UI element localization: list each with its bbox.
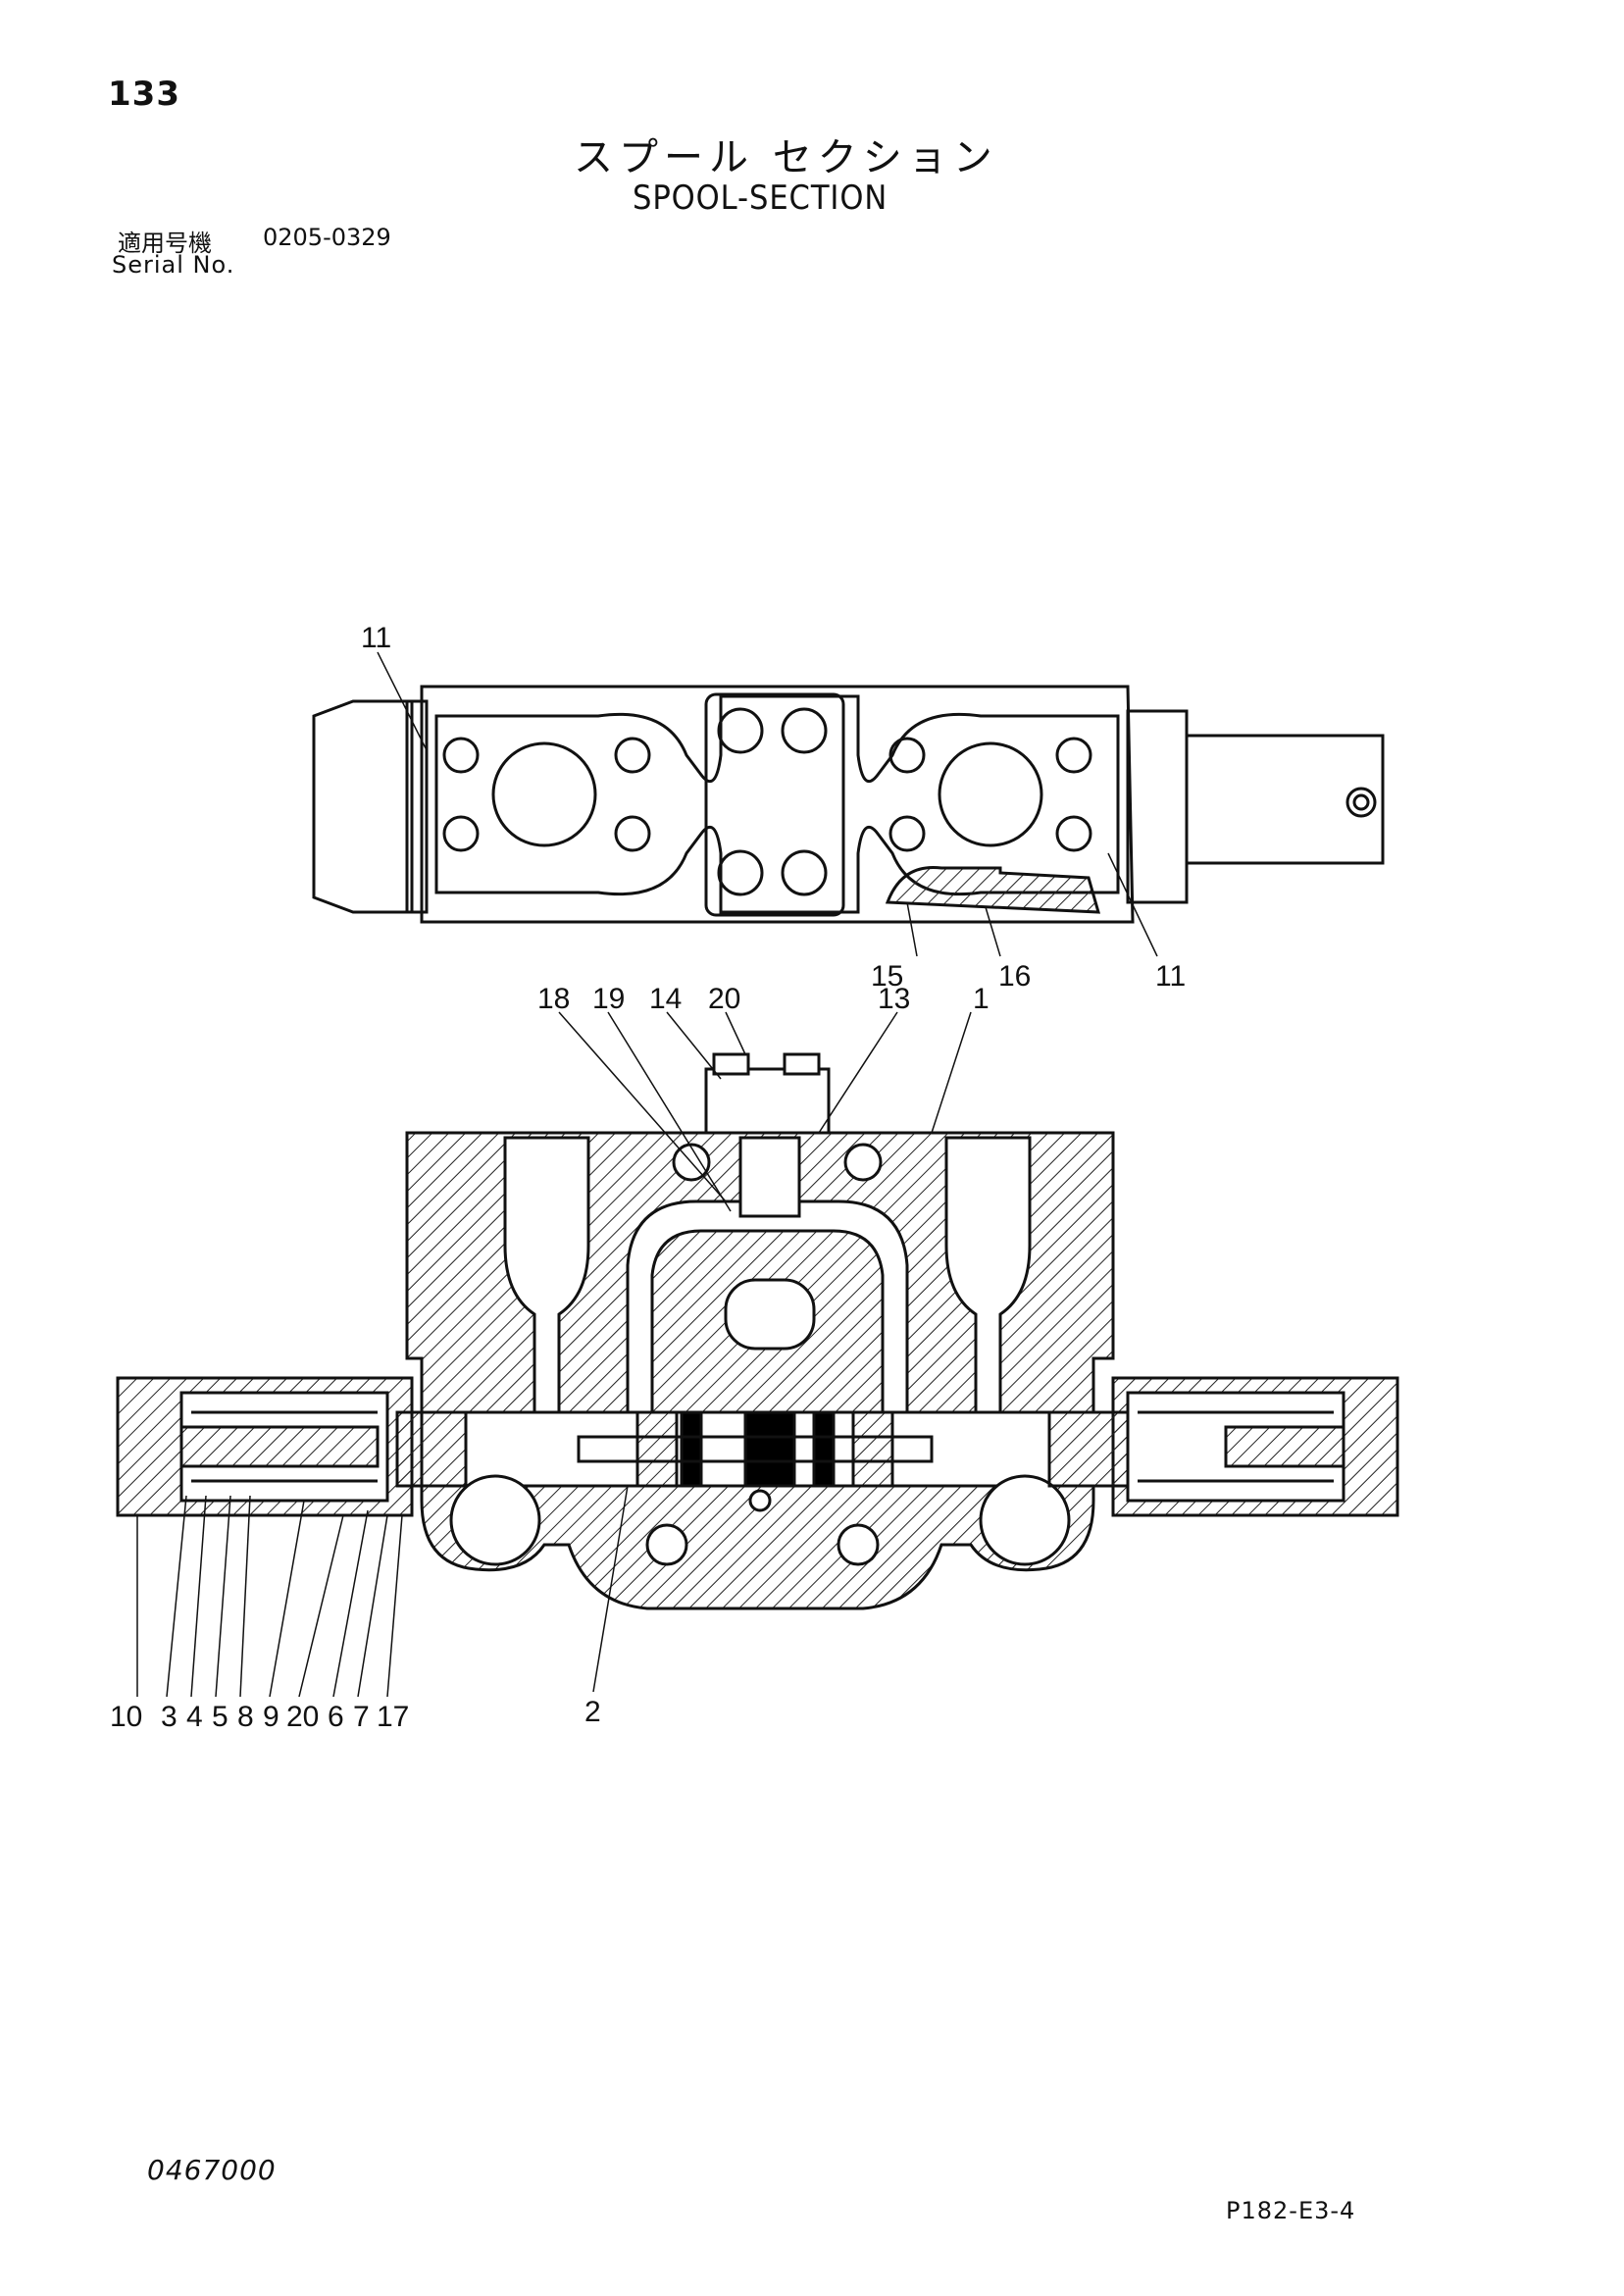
callout-17: 17 — [377, 1701, 409, 1733]
spool-land — [812, 1410, 836, 1488]
hex-bolt — [781, 707, 828, 754]
title-english: SPOOL-SECTION — [633, 179, 888, 218]
rod-eye — [1345, 787, 1377, 818]
left-plunger — [179, 1425, 380, 1468]
port-circle-left — [491, 741, 597, 847]
bolt-hole-section — [645, 1523, 688, 1566]
left-retainer — [395, 1410, 468, 1488]
bolt-hole — [888, 737, 926, 774]
right-rod — [1185, 734, 1385, 865]
top-body-outline — [420, 685, 1135, 924]
left-cap — [312, 699, 414, 914]
callout-11-top-right: 11 — [1155, 960, 1186, 993]
bolt-hole-section — [837, 1523, 880, 1566]
callout-20-top: 20 — [708, 983, 740, 1015]
center-plate — [704, 692, 845, 917]
bolt-hole-section — [843, 1143, 883, 1182]
hex-bolt — [717, 707, 764, 754]
serial-label-english: Serial No. — [112, 251, 235, 279]
port-bottom — [979, 1474, 1071, 1566]
bolt-hole — [442, 737, 480, 774]
bolt-hole — [888, 815, 926, 852]
right-retainer — [1047, 1410, 1130, 1488]
bolt-hole — [614, 815, 651, 852]
callout-15: 15 — [871, 960, 903, 993]
serial-range: 0205-0329 — [263, 224, 391, 251]
right-plunger — [1224, 1425, 1345, 1468]
callout-2: 2 — [584, 1696, 601, 1728]
port-bottom — [449, 1474, 541, 1566]
section-view — [116, 1052, 1399, 1610]
bolt-hole — [1055, 737, 1092, 774]
callout-3: 3 — [161, 1701, 178, 1733]
leader-lines — [136, 651, 1158, 1698]
bolt-hole-section — [748, 1489, 772, 1512]
bolt-hole — [1055, 815, 1092, 852]
callout-13: 13 — [878, 983, 910, 1015]
callout-10: 10 — [110, 1701, 142, 1733]
callout-18: 18 — [537, 983, 570, 1015]
cutaway — [885, 865, 1101, 914]
callout-6: 6 — [328, 1701, 344, 1733]
bolt-hole — [614, 737, 651, 774]
spool-land — [743, 1410, 796, 1488]
spool-land — [680, 1410, 703, 1488]
spool-land — [635, 1410, 679, 1488]
pilot-bolt — [783, 1052, 821, 1076]
spool-shaft — [577, 1435, 934, 1463]
hex-bolt — [717, 849, 764, 896]
pilot-block — [704, 1067, 831, 1135]
pilot-bore — [738, 1136, 801, 1218]
page-number: 133 — [108, 75, 180, 114]
rod-eye-inner — [1352, 793, 1370, 811]
callout-20-bottom: 20 — [286, 1701, 319, 1733]
callout-5: 5 — [212, 1701, 228, 1733]
port-circle-right — [938, 741, 1043, 847]
right-cap — [1126, 709, 1189, 904]
callout-11-top-left: 11 — [361, 622, 391, 654]
callout-1: 1 — [973, 983, 990, 1015]
document-number: 0467000 — [147, 2154, 277, 2186]
hex-bolt — [781, 849, 828, 896]
bolt-hole — [442, 815, 480, 852]
callout-4: 4 — [186, 1701, 203, 1733]
title-japanese: スプール セクション — [574, 135, 998, 180]
callout-labels: 11 15 16 11 18 19 14 20 13 1 10 3 4 5 8 … — [110, 622, 1186, 1733]
callout-16: 16 — [998, 960, 1031, 993]
spool-land — [851, 1410, 894, 1488]
callout-19: 19 — [592, 983, 625, 1015]
page-code: P182-E3-4 — [1226, 2197, 1356, 2224]
callout-7: 7 — [353, 1701, 370, 1733]
left-cap-flange — [405, 699, 429, 914]
serial-label-japanese: 適用号機 — [118, 230, 212, 257]
callout-8: 8 — [237, 1701, 254, 1733]
pilot-bolt — [712, 1052, 750, 1076]
callout-9: 9 — [263, 1701, 279, 1733]
center-slot — [724, 1278, 816, 1351]
top-view — [312, 685, 1385, 924]
callout-14: 14 — [649, 983, 682, 1015]
